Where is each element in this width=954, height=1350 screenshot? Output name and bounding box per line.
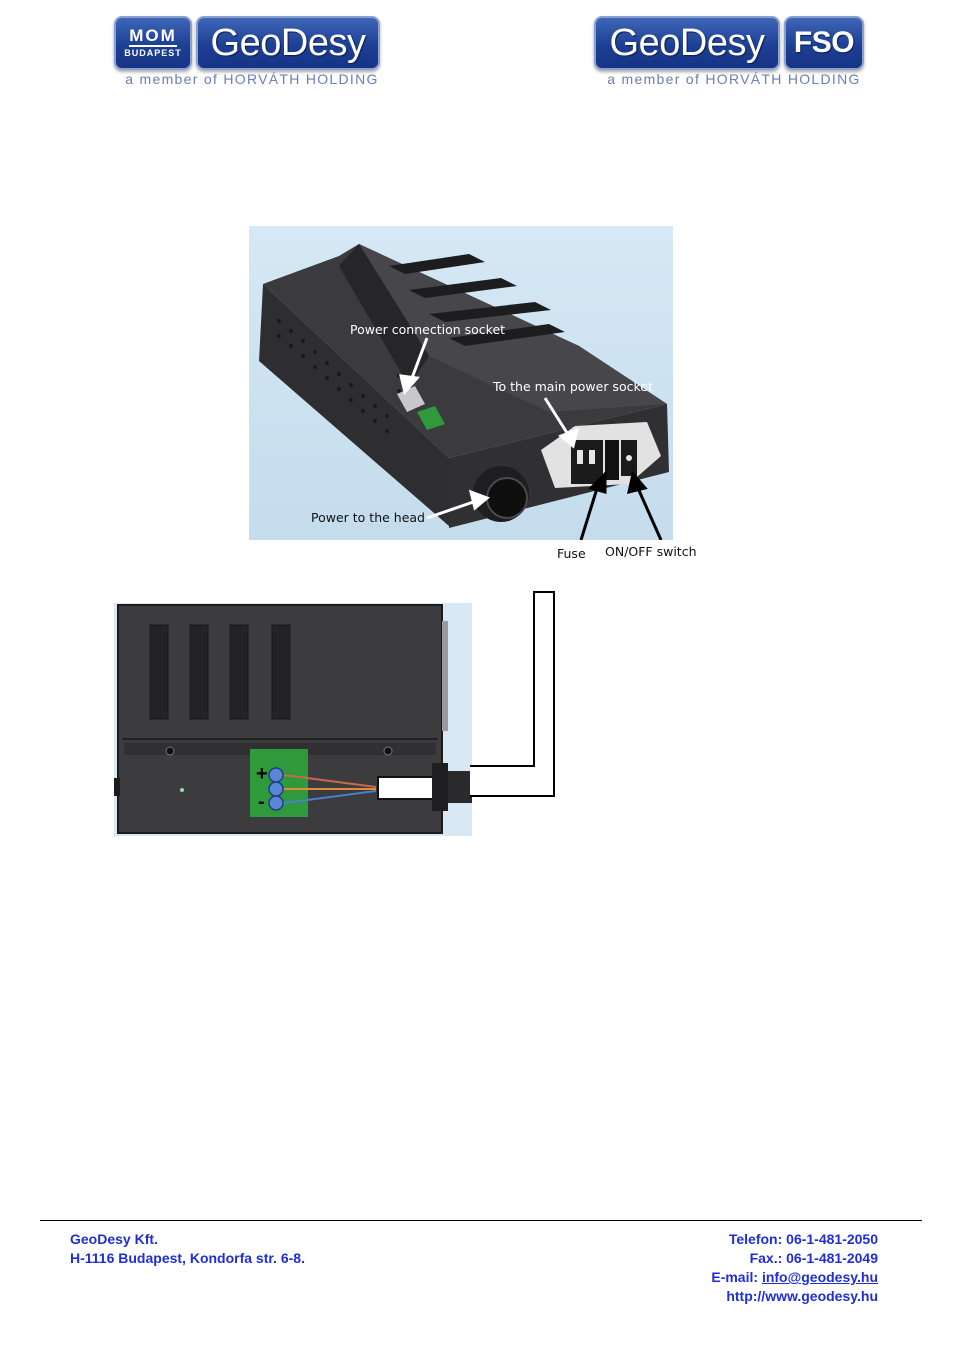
geodesy-wordmark-badge: GeoDesy <box>196 16 380 70</box>
geodesy-wordmark: GeoDesy <box>210 21 366 64</box>
callout-power-connection-socket: Power connection socket <box>350 322 506 337</box>
email-label: E-mail: <box>711 1269 759 1285</box>
callout-on-off-switch: ON/OFF switch <box>605 544 697 559</box>
callout-power-to-head: Power to the head <box>311 510 425 525</box>
geodesy-wordmark-badge: GeoDesy <box>594 16 780 70</box>
holding-tagline: a member of HORVÁTH HOLDING <box>607 71 861 87</box>
terminal-minus-label: - <box>258 791 265 813</box>
footer-company-info: GeoDesy Kft. H-1116 Budapest, Kondorfa s… <box>70 1230 305 1268</box>
power-box-top-view: + - <box>114 603 472 836</box>
website-link[interactable]: http://www.geodesy.hu <box>726 1288 878 1304</box>
callout-fuse: Fuse <box>557 546 586 561</box>
phone-number: Telefon: 06-1-481-2050 <box>728 1231 878 1247</box>
mom-text: MOM <box>129 26 177 47</box>
terminal-plus-label: + <box>256 763 268 785</box>
top-view-illustration <box>114 604 472 834</box>
cable-outline <box>470 591 555 797</box>
power-box-render: Power connection socket To the main powe… <box>249 226 673 540</box>
mom-geodesy-logo: MOM BUDAPEST GeoDesy a member of HORVÁTH… <box>114 14 380 94</box>
budapest-text: BUDAPEST <box>124 48 182 58</box>
fso-badge: FSO <box>784 16 864 70</box>
company-name: GeoDesy Kft. <box>70 1231 158 1247</box>
geodesy-fso-logo: GeoDesy FSO a member of HORVÁTH HOLDING <box>594 14 864 94</box>
email-link[interactable]: info@geodesy.hu <box>761 1269 878 1285</box>
mom-budapest-badge: MOM BUDAPEST <box>114 16 192 70</box>
power-box-illustration <box>259 244 669 540</box>
email-line: E-mail: info@geodesy.hu <box>711 1268 878 1287</box>
footer-contact-info: Telefon: 06-1-481-2050 Fax.: 06-1-481-20… <box>711 1230 878 1306</box>
fax-number: Fax.: 06-1-481-2049 <box>749 1250 878 1266</box>
callout-main-power-socket: To the main power socket <box>493 379 653 394</box>
holding-tagline: a member of HORVÁTH HOLDING <box>125 71 379 87</box>
footer-divider <box>40 1220 922 1221</box>
company-address: H-1116 Budapest, Kondorfa str. 6-8. <box>70 1250 305 1266</box>
fso-text: FSO <box>793 26 855 59</box>
geodesy-wordmark: GeoDesy <box>609 21 765 64</box>
